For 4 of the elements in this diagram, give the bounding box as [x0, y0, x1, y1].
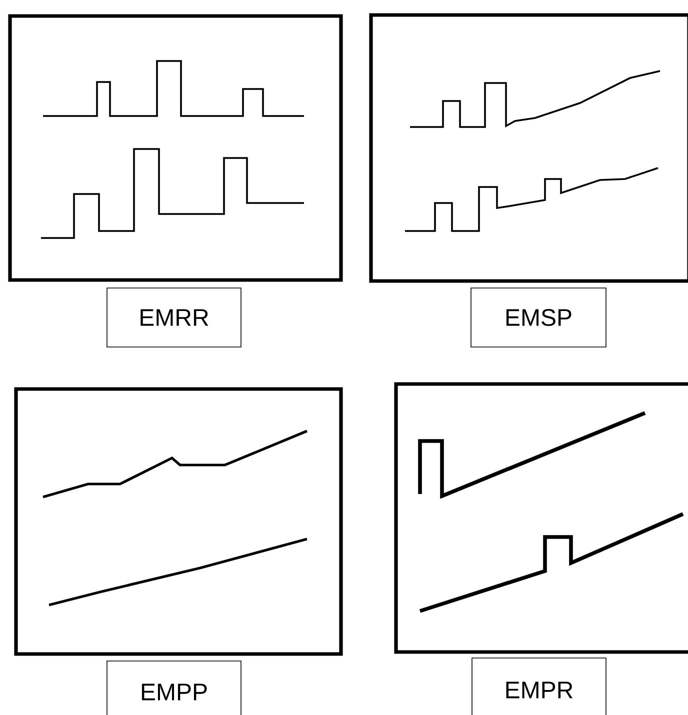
label-box: EMPP — [106, 660, 242, 715]
label-box: EMRR — [106, 288, 242, 348]
label-box: EMSP — [470, 288, 606, 348]
label-box: EMPR — [472, 658, 606, 715]
